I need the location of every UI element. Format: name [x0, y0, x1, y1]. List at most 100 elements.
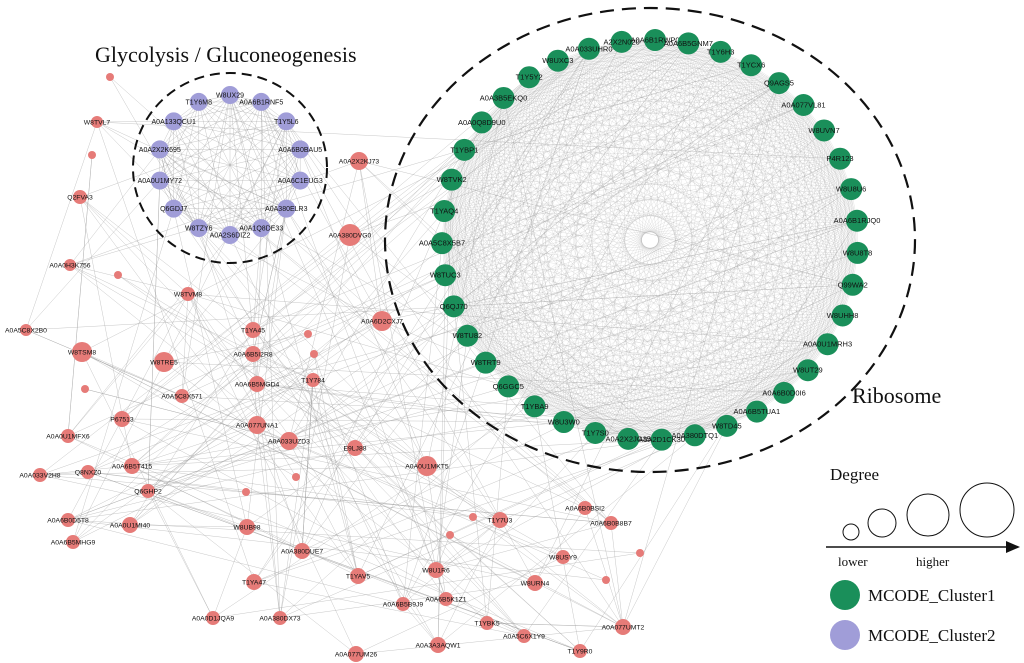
- network-edge: [445, 60, 559, 276]
- network-edge: [444, 210, 828, 345]
- network-edge: [508, 315, 843, 387]
- network-edge: [67, 519, 641, 554]
- network-edge: [534, 82, 780, 584]
- network-edge: [726, 220, 858, 426]
- network-edge: [481, 122, 853, 285]
- network-edge: [467, 39, 656, 336]
- network-edge: [529, 77, 858, 254]
- node-label-q8nxz0: Q8NXZ0: [75, 470, 102, 477]
- node-q6ggc5: [497, 375, 520, 398]
- network-edge: [485, 362, 757, 412]
- node-label-a0a0q8d9u0: A0A0Q8D9U0: [458, 118, 506, 127]
- network-edge: [694, 284, 853, 436]
- node-label-a0a5c6x1y9: A0A5C6X1Y9: [503, 634, 545, 641]
- network-edge: [441, 243, 468, 336]
- network-edge: [441, 82, 780, 244]
- node-label-a0a1q8de33: A0A1Q8DE33: [239, 226, 283, 233]
- network-edge: [503, 97, 509, 387]
- network-edge: [288, 65, 752, 442]
- node-a0a033uhr0: [577, 37, 600, 60]
- network-edge: [453, 97, 504, 307]
- network-edge: [445, 275, 808, 371]
- network-edge: [661, 252, 858, 440]
- network-edge: [451, 82, 780, 180]
- network-edge: [453, 122, 482, 307]
- node-a0a0d1jqa9: [206, 611, 220, 625]
- node-label-t1yav5: T1YAV5: [346, 574, 371, 581]
- network-edge: [588, 48, 858, 221]
- network-edge: [467, 158, 841, 336]
- network-edge: [131, 439, 662, 467]
- node-q2fva3: [73, 190, 87, 204]
- network-edge: [173, 121, 301, 181]
- network-edge: [694, 252, 858, 436]
- network-edge: [694, 392, 785, 436]
- network-edge: [246, 447, 356, 528]
- network-edge: [557, 60, 564, 423]
- node-label-a0a077vl81: A0A077VL81: [781, 101, 825, 110]
- node-a0a0u1mkt5: [417, 456, 437, 476]
- network-edge: [584, 507, 624, 628]
- network-edge: [445, 65, 752, 276]
- network-edge: [563, 65, 752, 423]
- network-edge: [827, 189, 852, 345]
- network-edge: [588, 48, 841, 159]
- network-edge: [253, 48, 590, 583]
- network-edge: [610, 522, 624, 628]
- node-a0a5c6x1y9: [517, 629, 531, 643]
- network-edge: [444, 210, 853, 285]
- network-edge: [628, 83, 780, 439]
- network-edge: [720, 51, 758, 412]
- network-edge: [313, 353, 404, 605]
- network-edge: [485, 362, 727, 427]
- network-edge: [467, 335, 695, 436]
- network-edge: [444, 65, 752, 212]
- network-edge: [445, 275, 564, 423]
- network-edge: [621, 41, 858, 254]
- network-edge: [503, 97, 596, 434]
- network-edge: [464, 149, 841, 159]
- legend-degree-title: Degree: [830, 465, 879, 484]
- network-edge: [621, 41, 785, 393]
- node-label-a0a5c8x2b0: A0A5C8X2B0: [5, 328, 47, 335]
- network-edge: [81, 351, 536, 584]
- network-edge: [503, 51, 721, 99]
- network-edge: [557, 60, 757, 412]
- network-edge: [534, 392, 785, 407]
- network-edge: [842, 220, 858, 316]
- node-label-w8tvk2: W8TVK2: [437, 175, 467, 184]
- network-edge: [147, 51, 721, 492]
- network-edge: [588, 48, 828, 345]
- network-edge: [81, 43, 689, 353]
- node-label-a0a3b5ekq0: A0A3B5EKQ0: [480, 93, 528, 102]
- network-edge: [402, 603, 439, 646]
- network-edge: [96, 121, 255, 583]
- node-t1ybk5: [480, 616, 494, 630]
- network-edge: [529, 77, 785, 394]
- network-edge: [628, 392, 785, 440]
- node-label-t1y6m8: T1Y6M8: [186, 99, 213, 106]
- network-edge: [654, 39, 825, 131]
- node-label-w8uvn7: W8UVN7: [808, 126, 839, 135]
- network-edge: [508, 39, 656, 387]
- network-edge: [69, 264, 501, 521]
- network-edge: [588, 48, 596, 433]
- node-small-3: [304, 330, 312, 338]
- node-label-a0a0u1my72: A0A0U1MY72: [138, 178, 182, 185]
- network-edge: [534, 406, 581, 652]
- network-edge: [529, 77, 853, 285]
- network-edge: [279, 435, 695, 619]
- node-a0a077vl81: [792, 94, 815, 117]
- network-edge: [131, 465, 501, 521]
- network-edge: [261, 101, 301, 181]
- node-q99wa2: [841, 273, 864, 296]
- network-edge: [87, 471, 247, 493]
- network-edge: [451, 179, 757, 412]
- network-edge: [756, 220, 858, 412]
- network-edge: [159, 121, 287, 150]
- network-edge: [508, 60, 559, 387]
- network-edge: [25, 121, 98, 331]
- network-edge: [528, 77, 535, 407]
- network-edge: [445, 275, 662, 440]
- network-edge: [778, 83, 785, 393]
